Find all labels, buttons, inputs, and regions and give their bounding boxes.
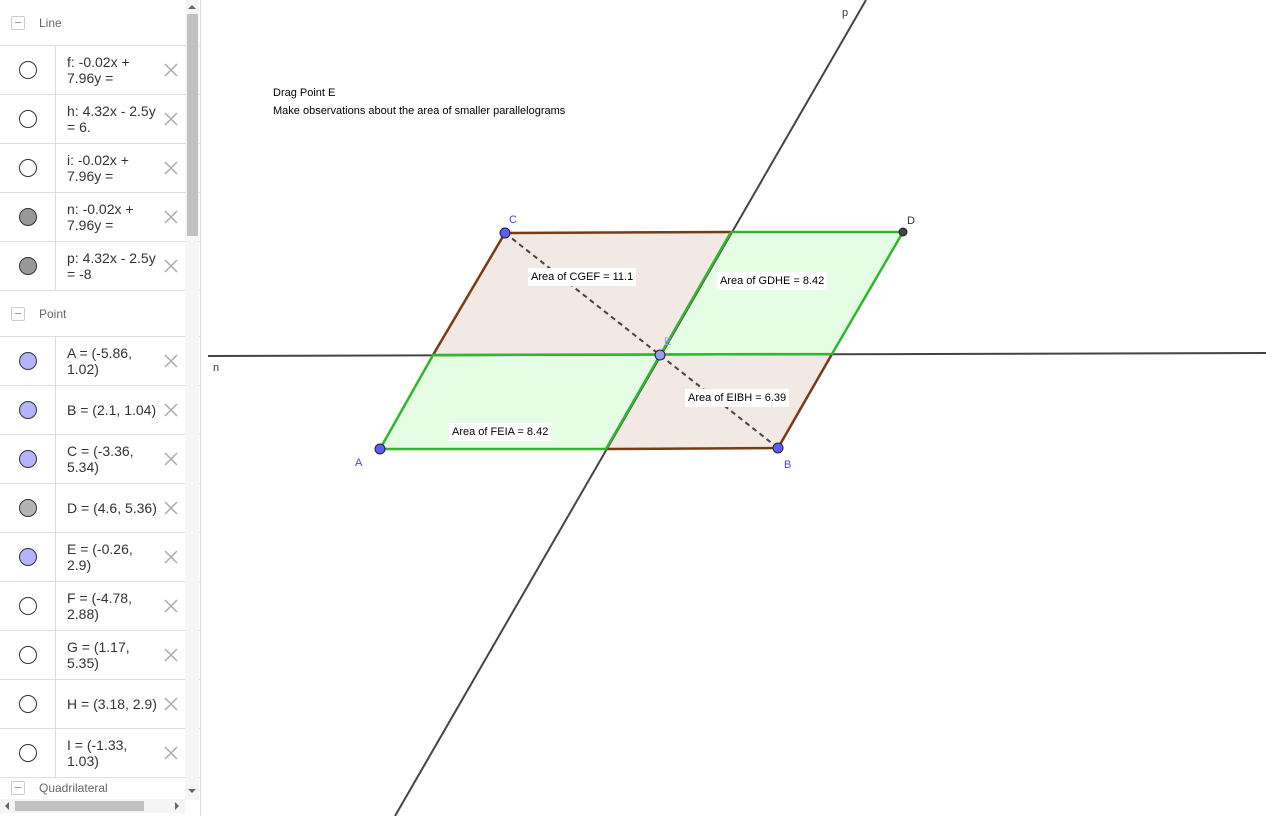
algebra-item[interactable]: i: -0.02x + 7.96y = <box>0 144 200 193</box>
visibility-toggle[interactable] <box>18 208 37 226</box>
visibility-toggle[interactable] <box>18 597 37 615</box>
algebra-item-text[interactable]: n: -0.02x + 7.96y = <box>67 201 134 233</box>
group-label: Line <box>39 15 62 30</box>
label-A: A <box>355 457 363 469</box>
delete-icon[interactable] <box>163 745 179 761</box>
area-GDHE: Area of GDHE = 8.42 <box>717 272 828 290</box>
visibility-toggle[interactable] <box>18 61 37 79</box>
collapse-icon[interactable] <box>11 306 25 321</box>
delete-icon[interactable] <box>163 209 179 225</box>
label-D: D <box>907 215 915 227</box>
algebra-item[interactable]: D = (4.6, 5.36) <box>0 484 200 533</box>
delete-icon[interactable] <box>163 647 179 663</box>
algebra-item[interactable]: F = (-4.78, 2.88) <box>0 582 200 631</box>
label-p: p <box>842 7 848 19</box>
algebra-item[interactable]: B = (2.1, 1.04) <box>0 386 200 435</box>
point-A[interactable] <box>374 443 386 455</box>
label-n: n <box>213 362 219 374</box>
delete-icon[interactable] <box>163 451 179 467</box>
visibility-toggle[interactable] <box>18 352 37 370</box>
algebra-item-text[interactable]: i: -0.02x + 7.96y = <box>67 152 129 184</box>
scroll-left-icon[interactable] <box>1 802 9 810</box>
delete-icon[interactable] <box>163 696 179 712</box>
instruction-1: Drag Point E <box>273 87 336 99</box>
vertical-scroll-thumb[interactable] <box>187 14 198 236</box>
delete-icon[interactable] <box>163 258 179 274</box>
group-header-point[interactable]: Point <box>0 291 200 337</box>
algebra-item[interactable]: C = (-3.36, 5.34) <box>0 435 200 484</box>
delete-icon[interactable] <box>163 598 179 614</box>
delete-icon[interactable] <box>163 111 179 127</box>
scroll-right-icon[interactable] <box>175 802 183 810</box>
algebra-item-text[interactable]: G = (1.17, 5.35) <box>67 639 130 671</box>
label-C: C <box>509 214 517 226</box>
point-C[interactable] <box>499 227 511 239</box>
parallelogram-GDHE <box>660 232 903 355</box>
group-header-quadrilateral[interactable]: Quadrilateral <box>0 778 200 816</box>
algebra-item-text[interactable]: C = (-3.36, 5.34) <box>67 443 134 475</box>
point-D[interactable] <box>898 227 908 237</box>
visibility-toggle[interactable] <box>18 401 37 419</box>
visibility-toggle[interactable] <box>18 257 37 275</box>
algebra-item[interactable]: E = (-0.26, 2.9) <box>0 533 200 582</box>
delete-icon[interactable] <box>163 402 179 418</box>
visibility-toggle[interactable] <box>18 548 37 566</box>
delete-icon[interactable] <box>163 62 179 78</box>
scroll-down-icon[interactable] <box>188 789 196 797</box>
algebra-item[interactable]: h: 4.32x - 2.5y = 6. <box>0 95 200 144</box>
label-E: E <box>664 336 671 348</box>
visibility-toggle[interactable] <box>18 695 37 713</box>
instruction-2: Make observations about the area of smal… <box>273 105 566 117</box>
algebra-item-text[interactable]: p: 4.32x - 2.5y = -8 <box>67 250 156 282</box>
algebra-item-text[interactable]: B = (2.1, 1.04) <box>67 402 157 418</box>
visibility-toggle[interactable] <box>18 450 37 468</box>
delete-icon[interactable] <box>163 549 179 565</box>
area-FEIA: Area of FEIA = 8.42 <box>449 423 552 441</box>
visibility-toggle[interactable] <box>18 499 37 517</box>
horizontal-scroll-thumb[interactable] <box>15 801 144 811</box>
algebra-view: Line f: -0.02x + 7.96y = h: 4.32x - 2.5y … <box>0 0 201 816</box>
label-B: B <box>784 459 791 471</box>
visibility-toggle[interactable] <box>18 744 37 762</box>
area-CGEF: Area of CGEF = 11.1 <box>528 268 637 286</box>
graphics-view[interactable]: A B C D E n p <box>208 0 1266 816</box>
delete-icon[interactable] <box>163 160 179 176</box>
algebra-item[interactable]: A = (-5.86, 1.02) <box>0 337 200 386</box>
visibility-toggle[interactable] <box>18 646 37 664</box>
collapse-icon[interactable] <box>11 781 25 795</box>
delete-icon[interactable] <box>163 353 179 369</box>
algebra-item[interactable]: f: -0.02x + 7.96y = <box>0 46 200 95</box>
area-EIBH: Area of EIBH = 6.39 <box>685 389 790 407</box>
scroll-up-icon[interactable] <box>188 1 196 9</box>
collapse-icon[interactable] <box>11 15 25 30</box>
group-label: Point <box>39 306 67 321</box>
algebra-item-text[interactable]: f: -0.02x + 7.96y = <box>67 54 130 86</box>
algebra-item-text[interactable]: D = (4.6, 5.36) <box>67 500 157 516</box>
point-B[interactable] <box>772 442 784 454</box>
algebra-item-text[interactable]: E = (-0.26, 2.9) <box>67 541 133 573</box>
algebra-item-text[interactable]: I = (-1.33, 1.03) <box>67 737 128 769</box>
algebra-item-text[interactable]: F = (-4.78, 2.88) <box>67 590 132 622</box>
visibility-toggle[interactable] <box>18 110 37 128</box>
visibility-toggle[interactable] <box>18 159 37 177</box>
parallelogram-CGEF <box>433 232 731 355</box>
algebra-item[interactable]: p: 4.32x - 2.5y = -8 <box>0 242 200 291</box>
point-E[interactable] <box>654 349 666 361</box>
algebra-item[interactable]: H = (3.18, 2.9) <box>0 680 200 729</box>
delete-icon[interactable] <box>163 500 179 516</box>
algebra-item-text[interactable]: H = (3.18, 2.9) <box>67 696 157 712</box>
algebra-item-text[interactable]: h: 4.32x - 2.5y = 6. <box>67 103 156 135</box>
group-label: Quadrilateral <box>39 781 108 795</box>
algebra-item[interactable]: n: -0.02x + 7.96y = <box>0 193 200 242</box>
algebra-item[interactable]: I = (-1.33, 1.03) <box>0 729 200 778</box>
algebra-item-text[interactable]: A = (-5.86, 1.02) <box>67 345 132 377</box>
group-header-line[interactable]: Line <box>0 0 200 46</box>
algebra-item[interactable]: G = (1.17, 5.35) <box>0 631 200 680</box>
